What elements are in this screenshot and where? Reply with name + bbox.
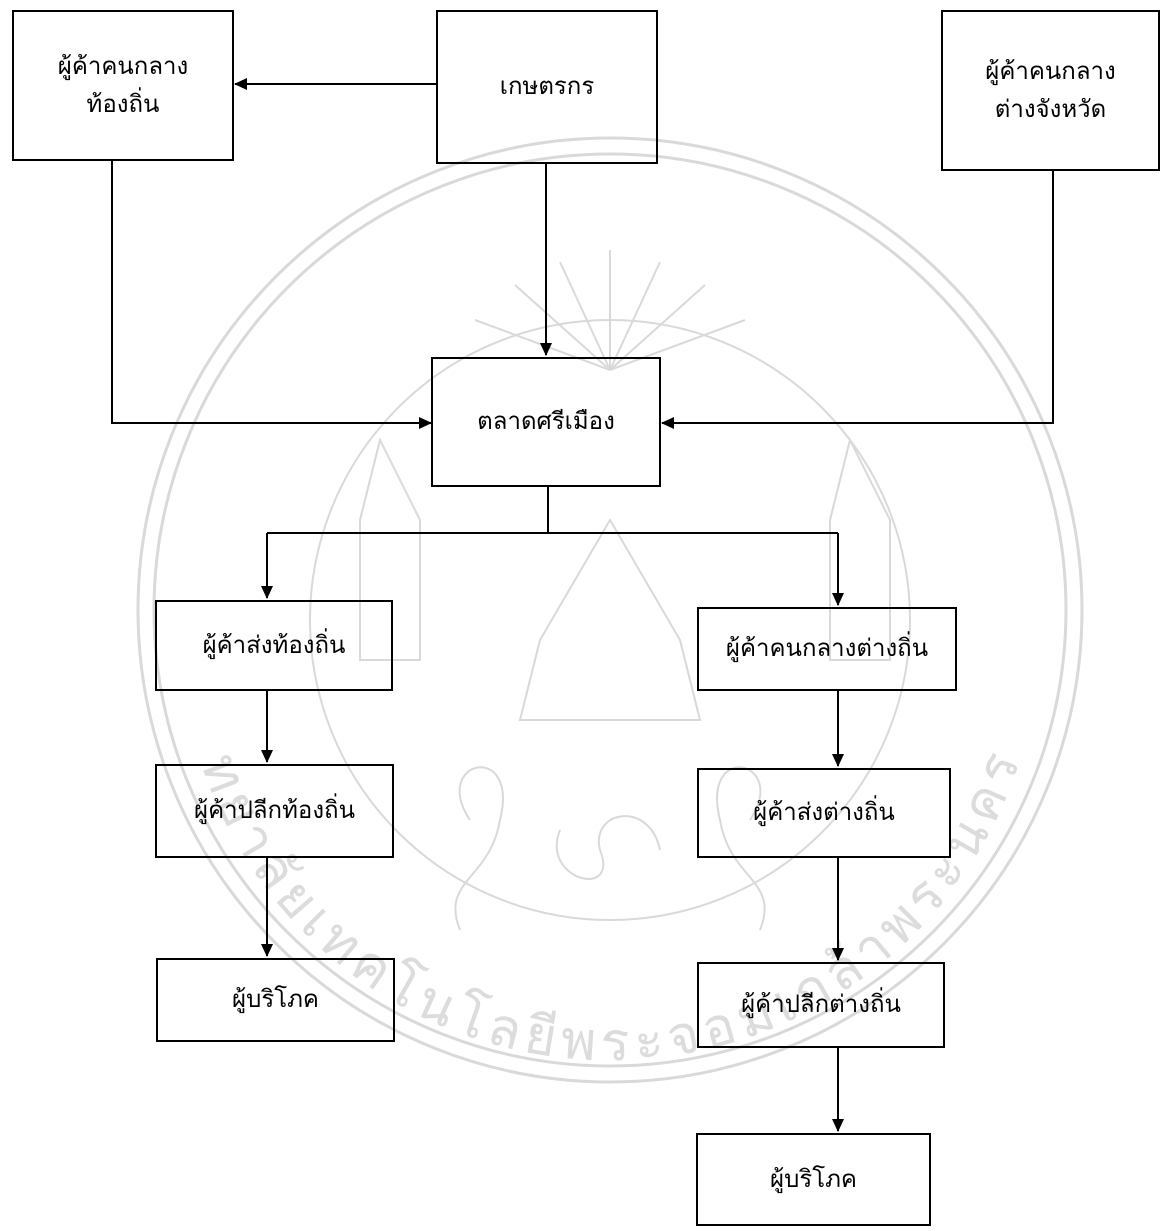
box-label: ผู้บริโภค — [232, 985, 319, 1014]
box-outside-wholesaler: ผู้ค้าส่งต่างถิ่น — [697, 768, 951, 858]
seal-right-tower — [829, 437, 891, 661]
box-label: ผู้ค้าส่งต่างถิ่น — [753, 798, 895, 827]
box-farmer: เกษตรกร — [436, 10, 658, 164]
box-label: ผู้ค้าปลีกต่างถิ่น — [741, 990, 901, 1019]
box-label: ผู้ค้าส่งท้องถิ่น — [202, 630, 346, 659]
box-consumer-local: ผู้บริโภค — [156, 958, 395, 1042]
box-label: ผู้ค้าปลีกท้องถิ่น — [194, 796, 355, 825]
seal-outer-ring — [136, 136, 1084, 1084]
box-local-middleman: ผู้ค้าคนกลาง ท้องถิ่น — [12, 10, 234, 161]
box-provincial-middleman: ผู้ค้าคนกลาง ต่างจังหวัด — [941, 10, 1160, 171]
seal-inner-ring — [152, 152, 1068, 1068]
box-label: ต่างจังหวัด — [994, 94, 1107, 123]
box-label: ผู้ค้าคนกลาง — [57, 52, 189, 81]
seal-center-swirl — [555, 815, 661, 880]
seal-left-swirl — [454, 766, 504, 931]
seal-left-tower — [359, 437, 421, 661]
box-label: ผู้ค้าคนกลาง — [985, 57, 1116, 86]
box-label: ผู้บริโภค — [770, 1164, 857, 1193]
box-local-wholesaler: ผู้ค้าส่งท้องถิ่น — [155, 600, 393, 691]
box-label: เกษตรกร — [499, 72, 595, 101]
box-srimuang-market: ตลาดศรีเมือง — [431, 357, 661, 487]
arrow-local-middleman-to-market — [111, 160, 432, 429]
box-label: ผู้ค้าคนกลางต่างถิ่น — [725, 634, 929, 663]
seal-sun-rays — [474, 250, 746, 371]
box-label: ตลาดศรีเมือง — [477, 407, 615, 436]
box-label: ท้องถิ่น — [86, 89, 160, 118]
arrow-provincial-middleman-to-market — [661, 170, 1054, 429]
box-local-retailer: ผู้ค้าปลีกท้องถิ่น — [155, 764, 394, 858]
seal-right-swirl — [716, 766, 766, 931]
box-consumer-outside: ผู้บริโภค — [696, 1133, 931, 1226]
seal-crown-shape — [518, 518, 702, 721]
box-outside-retailer: ผู้ค้าปลีกต่างถิ่น — [697, 962, 945, 1048]
box-outside-middleman: ผู้ค้าคนกลางต่างถิ่น — [697, 607, 957, 691]
